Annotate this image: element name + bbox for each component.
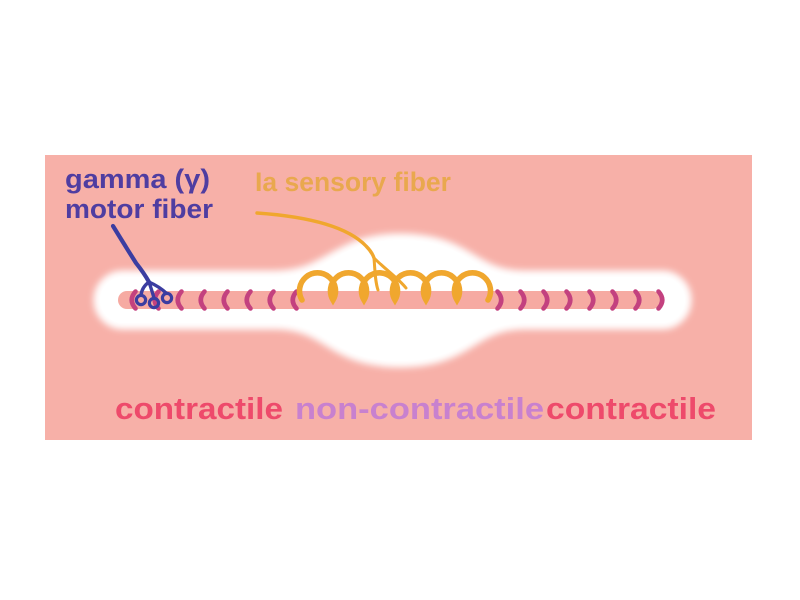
gamma-label-line2: motor fiber <box>65 194 213 224</box>
ia-fiber-lead <box>255 211 376 260</box>
ia-sensory-fiber <box>255 211 494 306</box>
gamma-ending-bouton-left <box>134 293 148 307</box>
ia-coil <box>296 270 494 306</box>
gamma-label-line1: gamma (γ) <box>65 164 210 194</box>
gamma-fiber-branches <box>139 280 168 300</box>
striations-right <box>495 289 665 311</box>
gamma-ending-bouton-middle <box>147 296 161 310</box>
region-label-contractile-right: contractile <box>546 391 716 426</box>
gamma-ending-bouton-right <box>160 291 174 305</box>
ia-fiber-branch-right <box>372 256 408 290</box>
ia-label: Ia sensory fiber <box>255 167 451 197</box>
gamma-motor-fiber <box>110 223 174 310</box>
region-label-non-contractile: non-contractile <box>295 391 544 426</box>
region-label-contractile-left: contractile <box>115 391 283 426</box>
gamma-fiber-stem <box>110 223 152 285</box>
